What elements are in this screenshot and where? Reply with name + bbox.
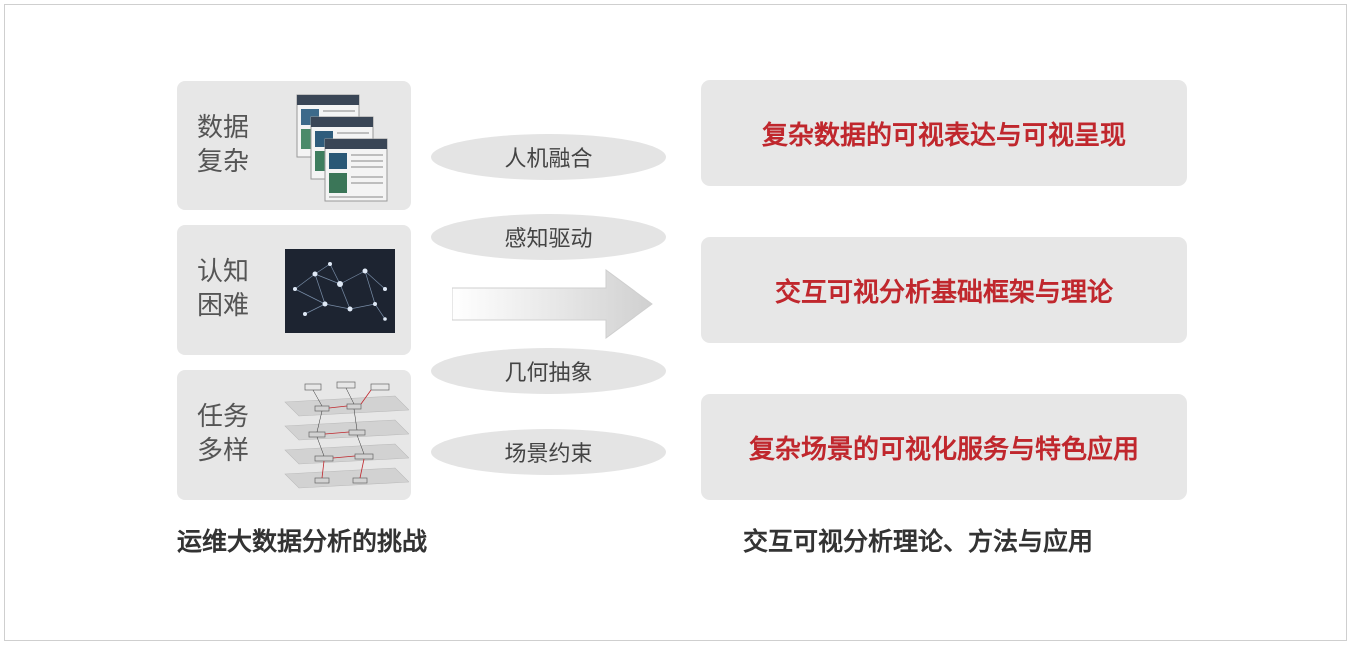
- left-caption: 运维大数据分析的挑战: [177, 527, 428, 556]
- challenge-box-data: 数据 复杂: [177, 81, 411, 210]
- challenge-label-line1: 认知: [197, 257, 250, 287]
- outcome-box: 复杂场景的可视化服务与特色应用: [701, 394, 1187, 500]
- challenge-label-line2: 困难: [197, 291, 250, 321]
- stacked-screenshots-icon: [296, 94, 388, 202]
- network-graph-icon: [285, 249, 395, 333]
- challenge-label-line1: 任务: [197, 402, 250, 432]
- method-pill: 场景约束: [431, 429, 666, 475]
- challenge-label-line1: 数据: [197, 113, 250, 143]
- method-pill: 人机融合: [431, 134, 666, 180]
- challenge-box-cognition: 认知 困难: [177, 225, 411, 355]
- method-pill: 几何抽象: [431, 348, 666, 394]
- challenge-label-line2: 复杂: [197, 147, 250, 177]
- challenge-label-line2: 多样: [197, 436, 250, 466]
- method-pill: 感知驱动: [431, 214, 666, 260]
- right-caption: 交互可视分析理论、方法与应用: [743, 527, 1094, 556]
- outcome-box: 复杂数据的可视表达与可视呈现: [701, 80, 1187, 186]
- outcome-box: 交互可视分析基础框架与理论: [701, 237, 1187, 343]
- layered-architecture-icon: [284, 381, 409, 489]
- right-arrow-icon: [452, 269, 653, 339]
- challenge-box-tasks: 任务 多样: [177, 370, 411, 500]
